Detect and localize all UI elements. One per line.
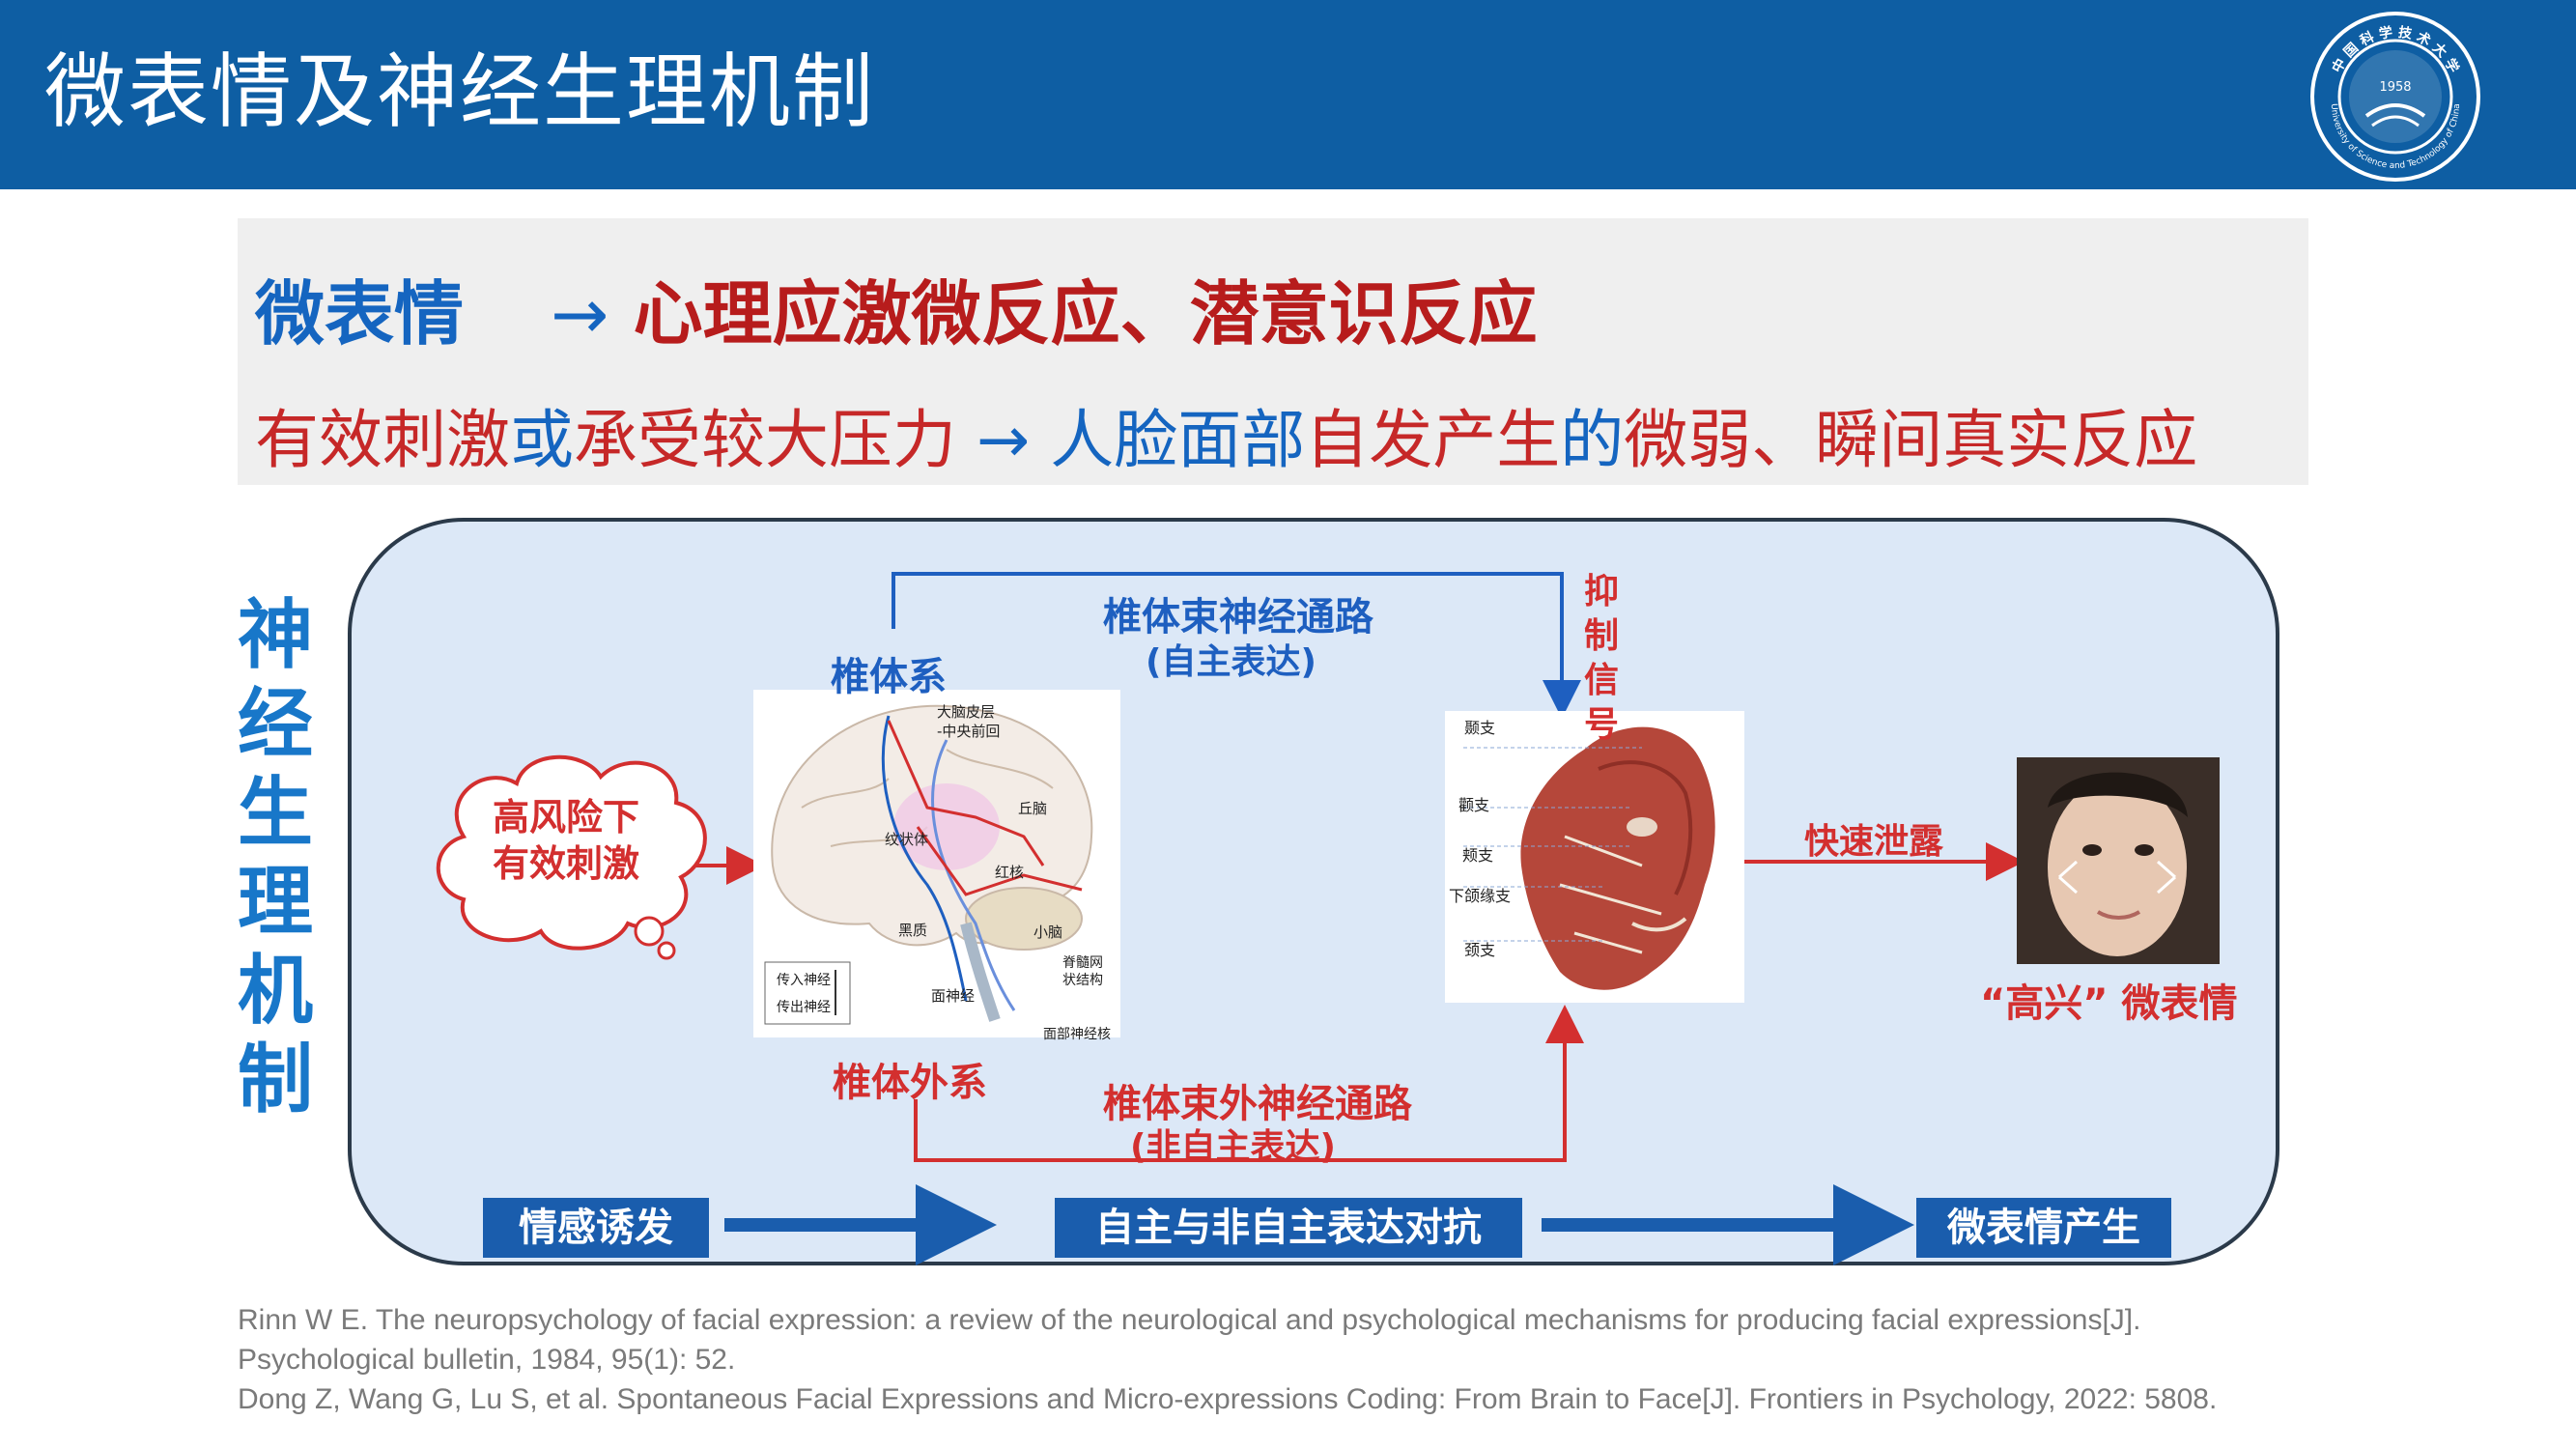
text-de: 的: [1560, 403, 1625, 477]
brain-label: 传入神经: [777, 973, 831, 988]
face-muscle-illustration: [1445, 711, 1744, 1003]
stimulus-label: 高风险下 有效刺激: [493, 794, 639, 887]
side-title-char: 神: [237, 592, 313, 679]
text-spontaneous: 自发产生: [1305, 403, 1561, 477]
pyramidal-system-label: 椎体系: [831, 655, 947, 699]
flow-box-conflict: 自主与非自主表达对抗: [1055, 1198, 1522, 1258]
micro-expression-term: 微表情: [255, 273, 465, 355]
brain-label: 大脑皮层: [937, 703, 996, 721]
summary-line-1: 微表情 → 心理应激微反应、潜意识反应: [255, 257, 1538, 358]
flow-box-emotion: 情感诱发: [483, 1198, 709, 1258]
face-label: 颞支: [1464, 719, 1496, 737]
diagram-connectors: [436, 572, 2220, 1265]
stimulus-bubble: [436, 754, 707, 960]
brain-label: 纹状体: [885, 831, 929, 848]
stimulus-line: 高风险下: [493, 796, 640, 838]
brain-illustration: [753, 690, 1120, 1037]
logo-year: 1958: [2379, 80, 2411, 95]
university-logo: 1958 中 国 科 学 技 术 大 学 University of Scien…: [2310, 12, 2480, 182]
brain-label: 传出神经: [777, 1000, 831, 1015]
extrapyramidal-path-line: [914, 1005, 1584, 1162]
text-effective-stimulus: 有效刺激: [255, 403, 510, 477]
side-title-char: 机: [237, 948, 313, 1035]
extrapyramidal-path-label: 椎体束外神经通路: [1103, 1082, 1412, 1126]
side-title-char: 经: [237, 681, 313, 768]
side-title-char: 生: [237, 770, 313, 857]
neural-diagram-panel: 椎体系 椎体束神经通路 (自主表达) 抑 制 信 号 高风险下 有效刺激 椎体外…: [348, 518, 2279, 1265]
text-pressure: 承受较大压力: [574, 403, 956, 477]
inhibit-signal-label: 抑 制 信 号: [1584, 570, 1619, 748]
inhibit-char: 抑: [1584, 572, 1620, 611]
brain-label: 小脑: [1033, 923, 1063, 941]
slide-title: 微表情及神经生理机制: [44, 44, 876, 139]
stimulus-line: 有效刺激: [493, 842, 640, 885]
face-label: 颧支: [1458, 796, 1490, 814]
reference-line: Rinn W E. The neuropsychology of facial …: [238, 1304, 2141, 1336]
brain-label: 丘脑: [1018, 800, 1048, 817]
text-weak-response: 微弱、瞬间真实反应: [1624, 403, 2198, 477]
brain-label: 红核: [995, 864, 1025, 881]
face-photo: [2017, 757, 2220, 964]
extrapyramidal-path-sub: (非自主表达): [1130, 1127, 1336, 1167]
reference-line: Psychological bulletin, 1984, 95(1): 52.: [238, 1344, 736, 1376]
inhibit-char: 号: [1584, 705, 1620, 745]
arrow-icon: →: [551, 273, 609, 355]
references: Rinn W E. The neuropsychology of facial …: [238, 1300, 2217, 1419]
brain-label: 面神经: [931, 987, 976, 1005]
header-bar: 微表情及神经生理机制 1958 中 国 科 学 技 术 大 学 Universi…: [0, 0, 2576, 189]
face-label: 下颌缘支: [1449, 887, 1512, 905]
face-label: 颈支: [1464, 941, 1496, 959]
arrow-icon: →: [976, 403, 1031, 477]
result-label: “高兴” 微表情: [1980, 981, 2238, 1026]
text-or: 或: [510, 403, 574, 477]
inhibit-char: 信: [1584, 661, 1620, 700]
side-title-char: 理: [237, 859, 313, 946]
brain-label: -中央前回: [937, 723, 1001, 740]
side-title: 神 经 生 理 机 制: [232, 591, 319, 1124]
brain-label: 脊髓网: [1062, 955, 1103, 971]
face-label: 颊支: [1462, 846, 1494, 865]
summary-box: 微表情 → 心理应激微反应、潜意识反应 有效刺激或承受较大压力 → 人脸面部自发…: [238, 218, 2308, 485]
brain-label: 黑质: [898, 922, 928, 939]
micro-expression-definition: 心理应激微反应、潜意识反应: [633, 273, 1538, 355]
pyramidal-path-sub: (自主表达): [1146, 642, 1316, 682]
brain-label: 面部神经核: [1043, 1027, 1111, 1042]
text-face: 人脸面部: [1050, 403, 1306, 477]
inhibit-char: 制: [1584, 616, 1620, 656]
side-title-char: 制: [237, 1037, 313, 1123]
pyramidal-path-line: [892, 572, 1581, 719]
fast-leak-label: 快速泄露: [1804, 822, 1944, 862]
brain-label: 状结构: [1062, 973, 1103, 988]
pyramidal-path-label: 椎体束神经通路: [1103, 595, 1373, 639]
summary-line-2: 有效刺激或承受较大压力 → 人脸面部自发产生的微弱、瞬间真实反应: [255, 388, 2197, 481]
extrapyramidal-system-label: 椎体外系: [833, 1061, 987, 1105]
flow-box-result: 微表情产生: [1916, 1198, 2171, 1258]
reference-line: Dong Z, Wang G, Lu S, et al. Spontaneous…: [238, 1383, 2218, 1415]
